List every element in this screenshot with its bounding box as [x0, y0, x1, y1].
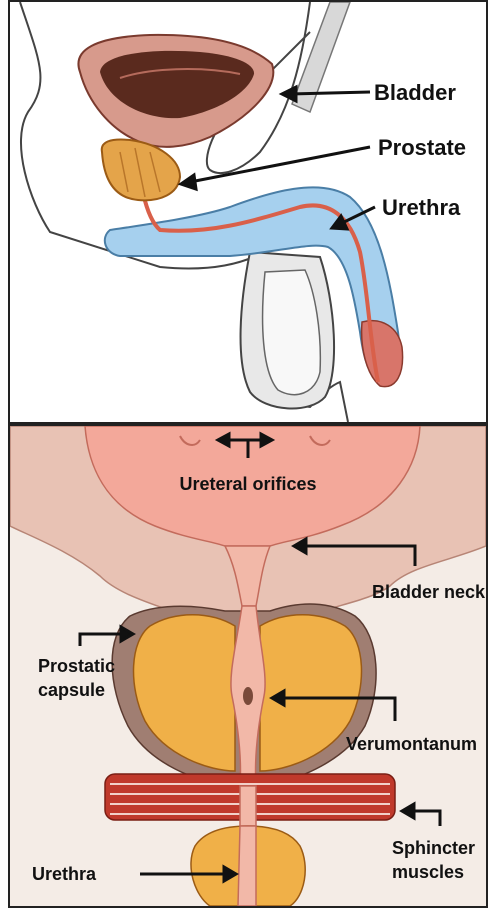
sagittal-view-panel: Bladder Prostate Urethra: [8, 0, 488, 424]
bladder-arrow: [282, 87, 370, 101]
sphincter-label-line2: muscles: [392, 862, 464, 882]
sphincter-label-line1: Sphincter: [392, 838, 475, 858]
prostatic-capsule-label-line2: capsule: [38, 680, 105, 700]
sagittal-diagram: Bladder Prostate Urethra: [10, 2, 486, 422]
coronal-diagram: Ureteral orifices Bladder neck Prostatic…: [10, 426, 486, 906]
verumontanum: [243, 687, 253, 705]
verumontanum-label: Verumontanum: [346, 734, 477, 754]
urethra-label: Urethra: [382, 195, 461, 220]
ureteral-orifices-label: Ureteral orifices: [179, 474, 316, 494]
coronal-view-panel: Ureteral orifices Bladder neck Prostatic…: [8, 424, 488, 908]
bladder-label: Bladder: [374, 80, 456, 105]
urethra-bottom-label: Urethra: [32, 864, 97, 884]
bladder-neck-label: Bladder neck: [372, 582, 486, 602]
sphincter-arrow: [402, 804, 440, 826]
prostate: [102, 140, 180, 201]
prostate-label: Prostate: [378, 135, 466, 160]
prostatic-capsule-label-line1: Prostatic: [38, 656, 115, 676]
